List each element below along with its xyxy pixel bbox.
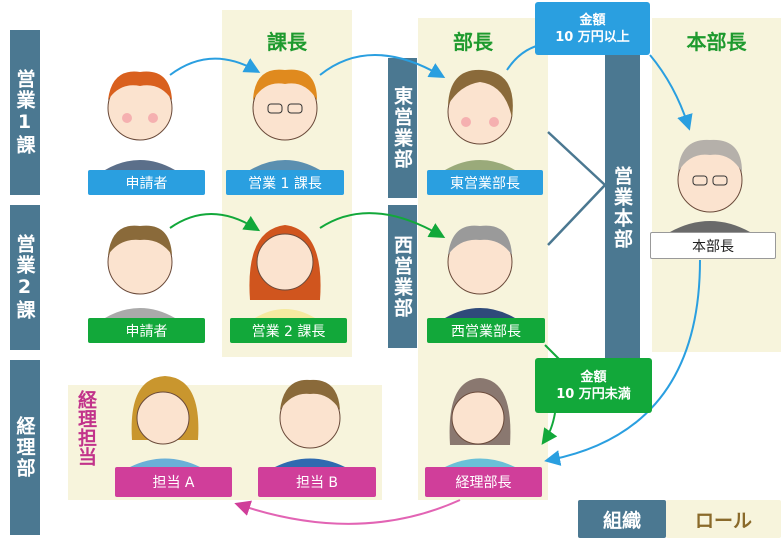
arrow-condition-to-acc-head bbox=[541, 412, 558, 445]
role-header-hq-head: 本部長 bbox=[686, 30, 747, 54]
legend-role: ロール bbox=[666, 500, 781, 538]
person-avatar bbox=[105, 71, 175, 170]
role-header-dept-head: 部長 bbox=[453, 30, 493, 54]
condition-over-line1: 金額 bbox=[579, 12, 606, 28]
role-header-section-chief: 課長 bbox=[267, 30, 307, 54]
person-avatar bbox=[250, 69, 320, 170]
org-east-sales-dept: 東営業部 bbox=[388, 58, 417, 198]
person-avatar bbox=[445, 69, 515, 170]
arrow-applicant1-to-chief1 bbox=[169, 57, 261, 76]
person-avatar bbox=[105, 225, 175, 318]
condition-under-100k: 金額 10 万円未満 bbox=[535, 358, 652, 413]
org-west-sales-dept: 西営業部 bbox=[388, 205, 417, 348]
org-sales-hq: 営業本部 bbox=[605, 55, 640, 360]
arrow-acc-head-to-staff bbox=[234, 499, 461, 525]
label-section-chief-2: 営業 2 課長 bbox=[230, 318, 347, 343]
person-avatar bbox=[275, 379, 345, 467]
arrow-chief1-to-east-head bbox=[319, 54, 446, 78]
condition-over-line2: 10 万円以上 bbox=[555, 29, 630, 45]
arrow-applicant2-to-chief2 bbox=[169, 213, 261, 232]
label-east-dept-head: 東営業部長 bbox=[427, 170, 543, 195]
org-sales-section-2: 営業2課 bbox=[10, 205, 40, 350]
label-staff-a: 担当 A bbox=[115, 467, 232, 497]
label-applicant-2: 申請者 bbox=[88, 318, 205, 343]
person-avatar bbox=[249, 225, 321, 318]
arrow-condition-to-hq-head bbox=[649, 54, 693, 131]
legend-org: 組織 bbox=[578, 500, 666, 538]
arrow-chief2-to-west-head bbox=[319, 212, 446, 238]
label-west-dept-head: 西営業部長 bbox=[427, 318, 545, 343]
arrow-hq-head-to-acc-head bbox=[544, 259, 701, 466]
condition-under-line2: 10 万円未満 bbox=[556, 386, 631, 402]
condition-over-100k: 金額 10 万円以上 bbox=[535, 2, 650, 55]
label-applicant-1: 申請者 bbox=[88, 170, 205, 195]
condition-under-line1: 金額 bbox=[580, 369, 607, 385]
person-avatar bbox=[130, 376, 200, 467]
person-avatar bbox=[670, 139, 750, 232]
label-hq-head: 本部長 bbox=[650, 232, 776, 259]
org-connector-line bbox=[547, 131, 607, 246]
label-accounting-head: 経理部長 bbox=[425, 467, 542, 497]
person-avatar bbox=[445, 378, 515, 467]
label-section-chief-1: 営業 1 課長 bbox=[226, 170, 344, 195]
org-accounting-dept: 経理部 bbox=[10, 360, 40, 535]
label-staff-b: 担当 B bbox=[258, 467, 376, 497]
role-header-accounting-staff: 経理担当 bbox=[75, 390, 97, 466]
org-sales-section-1: 営業1課 bbox=[10, 30, 40, 195]
person-avatar bbox=[445, 225, 515, 318]
